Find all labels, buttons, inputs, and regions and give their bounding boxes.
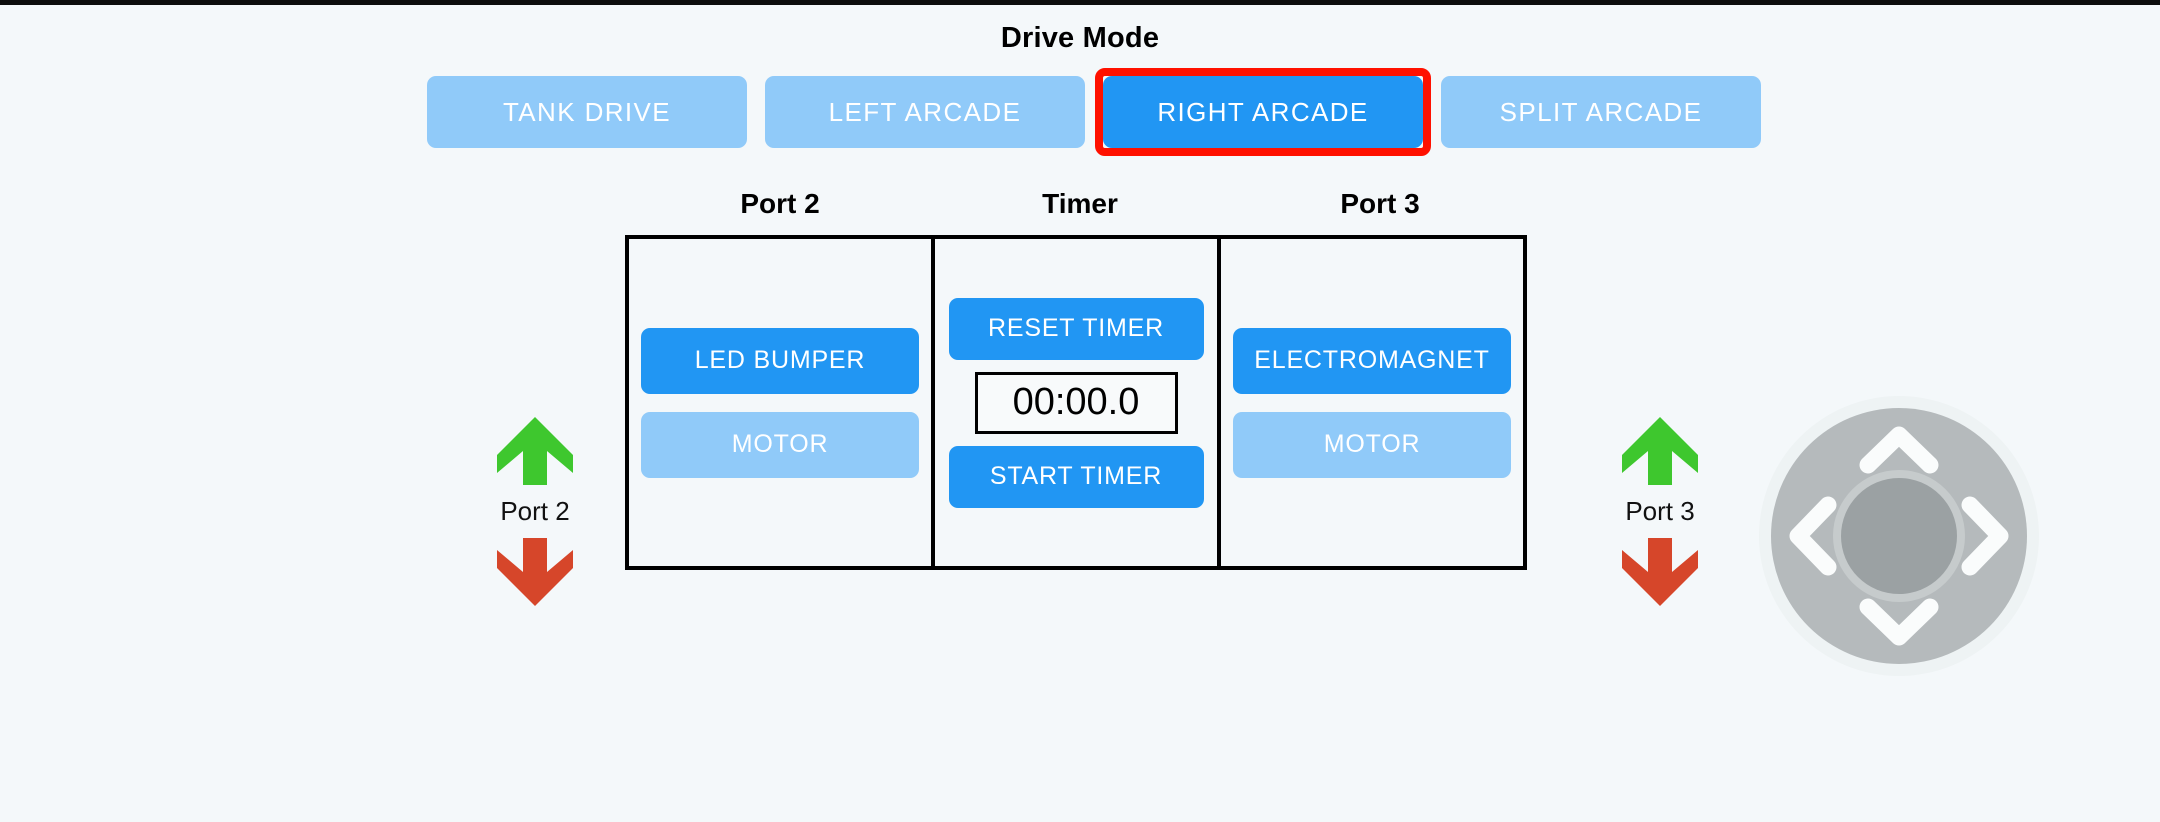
arrow-up-icon[interactable]	[1620, 415, 1700, 487]
arrow-control-label-port3: Port 3	[1625, 496, 1695, 526]
dpad-down-chevron-icon[interactable]	[1859, 598, 1939, 646]
port2-led-bumper-button[interactable]: LED BUMPER	[641, 327, 919, 394]
port2-motor-button[interactable]: MOTOR	[641, 411, 919, 478]
start-timer-button[interactable]: START TIMER	[948, 445, 1204, 508]
panel-heading-port2: Port 2	[740, 188, 820, 219]
arrow-down-icon[interactable]	[495, 536, 575, 608]
dpad-control[interactable]	[1758, 395, 2040, 677]
dpad-icon[interactable]	[1758, 395, 2040, 677]
drive-mode-slot-split: SPLIT ARCADE	[1441, 76, 1761, 148]
drive-mode-button-tank-drive[interactable]: TANK DRIVE	[427, 76, 747, 148]
panel-timer: RESET TIMER 00:00.0 START TIMER	[931, 235, 1221, 570]
panel-heading-timer: Timer	[1042, 188, 1118, 219]
drive-mode-slot-tank: TANK DRIVE	[427, 76, 747, 148]
arrow-control-label-port2: Port 2	[500, 496, 570, 526]
port3-motor-button[interactable]: MOTOR	[1233, 411, 1511, 478]
timer-stack: RESET TIMER 00:00.0 START TIMER	[948, 297, 1204, 508]
control-panels: LED BUMPER MOTOR RESET TIMER 00:00.0 STA…	[625, 235, 1527, 570]
dpad-up-chevron-icon[interactable]	[1859, 426, 1939, 474]
top-edge-strip	[0, 0, 2160, 5]
drive-mode-button-right-arcade[interactable]: RIGHT ARCADE	[1103, 76, 1423, 148]
drive-mode-button-left-arcade[interactable]: LEFT ARCADE	[765, 76, 1085, 148]
arrow-control-port2: Port 2	[455, 415, 615, 608]
reset-timer-button[interactable]: RESET TIMER	[948, 297, 1204, 360]
panel-port2: LED BUMPER MOTOR	[625, 235, 935, 570]
panel-headings: Port 2 Timer Port 3	[625, 188, 1535, 220]
panel-heading-port3: Port 3	[1340, 188, 1420, 219]
drive-mode-button-split-arcade[interactable]: SPLIT ARCADE	[1441, 76, 1761, 148]
dpad-center-button[interactable]	[1841, 478, 1957, 594]
drive-mode-slot-right-highlighted: RIGHT ARCADE	[1095, 68, 1431, 156]
dpad-left-chevron-icon[interactable]	[1789, 496, 1837, 576]
arrow-down-icon[interactable]	[1620, 536, 1700, 608]
drive-mode-selector: TANK DRIVE LEFT ARCADE RIGHT ARCADE SPLI…	[427, 68, 1761, 156]
page-title: Drive Mode	[1000, 22, 1160, 54]
drive-mode-slot-left: LEFT ARCADE	[765, 76, 1085, 148]
panel-port3: ELECTROMAGNET MOTOR	[1217, 235, 1527, 570]
arrow-up-icon[interactable]	[495, 415, 575, 487]
timer-display: 00:00.0	[974, 371, 1178, 434]
dpad-right-chevron-icon[interactable]	[1961, 496, 2009, 576]
arrow-control-port3: Port 3	[1580, 415, 1740, 608]
port3-electromagnet-button[interactable]: ELECTROMAGNET	[1233, 327, 1511, 394]
